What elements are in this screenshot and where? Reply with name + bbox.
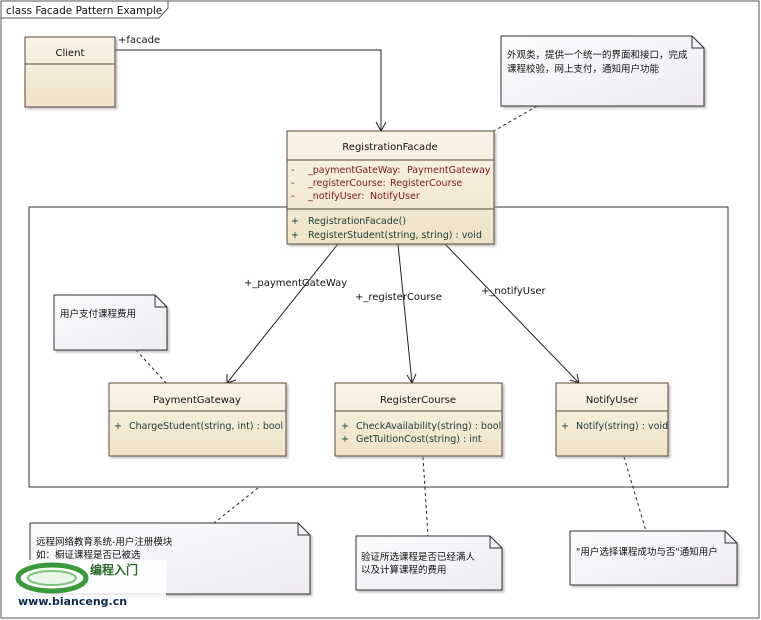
payment-operations: + ChargeStudent(string, int) : bool xyxy=(114,421,283,432)
class-payment-gateway[interactable] xyxy=(108,382,287,457)
class-notify-name: NotifyUser xyxy=(586,395,639,406)
note-notify[interactable] xyxy=(569,530,738,586)
class-facade-name: RegistrationFacade xyxy=(342,142,437,153)
assoc-label-payment: +_paymentGateWay xyxy=(244,278,347,289)
note-register[interactable] xyxy=(355,535,503,591)
svg-text:以及计算课程的费用: 以及计算课程的费用 xyxy=(361,564,447,576)
watermark-brand: 编程入门 xyxy=(89,562,138,577)
association-facade-register xyxy=(397,243,417,385)
note-payment[interactable] xyxy=(53,294,168,351)
register-op-vis: + xyxy=(341,421,349,432)
facade-attr-name: _registerCourse: xyxy=(307,178,386,189)
facade-attr-type: PaymentGateway xyxy=(407,165,491,176)
svg-text:课程校验，网上支付，通知用户功能: 课程校验，网上支付，通知用户功能 xyxy=(507,63,660,75)
notify-op-text: Notify(string) : void xyxy=(576,421,668,432)
association-facade-payment xyxy=(226,243,339,384)
note-facade-text: 外观类，提供一个统一的界面和接口，完成 课程校验，网上支付，通知用户功能 xyxy=(507,49,688,75)
note-notify-text: "用户选择课程成功与否"通知用户 xyxy=(576,546,718,558)
note-register-text: 验证所选课程是否已经满人 以及计算课程的费用 xyxy=(361,551,476,576)
register-op-text: GetTuitionCost(string) : int xyxy=(356,434,482,445)
facade-attr-type: NotifyUser xyxy=(370,191,420,202)
watermark-url: www.bianceng.cn xyxy=(18,595,127,608)
class-register-name: RegisterCourse xyxy=(380,395,456,406)
payment-op-text: ChargeStudent(string, int) : bool xyxy=(129,421,283,432)
association-facade-notify xyxy=(444,243,580,384)
note-payment-text: 用户支付课程费用 xyxy=(60,308,136,320)
watermark-logo: 编程入门 www.bianceng.cn xyxy=(6,560,166,612)
facade-attr-vis: - xyxy=(291,178,294,189)
assoc-label-facade: +facade xyxy=(118,35,160,46)
assoc-label-notify: +_notifyUser xyxy=(481,286,546,297)
assoc-label-register: +_registerCourse xyxy=(355,292,442,303)
facade-attr-name: _notifyUser: xyxy=(307,191,364,202)
facade-attributes: - _paymentGateWay: PaymentGateway - _reg… xyxy=(291,165,491,202)
facade-op-text: RegisterStudent(string, string) : void xyxy=(308,230,482,241)
register-op-text: CheckAvailability(string) : bool xyxy=(356,421,501,432)
facade-op-vis: + xyxy=(291,216,299,227)
notify-operations: + Notify(string) : void xyxy=(561,421,668,432)
facade-attr-name: _paymentGateWay: xyxy=(307,165,401,176)
frame-title: class Facade Pattern Example xyxy=(6,5,162,17)
register-operations: + CheckAvailability(string) : bool + Get… xyxy=(341,421,501,445)
note-facade[interactable] xyxy=(500,35,705,107)
class-register-course[interactable] xyxy=(334,382,503,457)
class-payment-name: PaymentGateway xyxy=(153,395,241,406)
note-subsystem-text: 远程网络教育系统-用户注册模块 如：橱证课程是否已被选 xyxy=(36,536,173,561)
register-op-vis: + xyxy=(341,434,349,445)
class-registration-facade[interactable] xyxy=(286,130,495,245)
facade-op-vis: + xyxy=(291,230,299,241)
facade-attr-type: RegisterCourse xyxy=(390,178,462,189)
association-client-facade xyxy=(115,49,387,133)
facade-attr-vis: - xyxy=(291,191,294,202)
facade-op-text: RegistrationFacade() xyxy=(308,216,406,227)
note-anchors xyxy=(135,105,647,537)
notify-op-vis: + xyxy=(561,421,569,432)
facade-attr-vis: - xyxy=(291,165,294,176)
svg-text:外观类，提供一个统一的界面和接口，完成: 外观类，提供一个统一的界面和接口，完成 xyxy=(507,49,688,61)
svg-text:如：橱证课程是否已被选: 如：橱证课程是否已被选 xyxy=(36,549,141,561)
class-client[interactable] xyxy=(24,36,116,108)
class-notify-user[interactable] xyxy=(555,382,669,457)
svg-text:远程网络教育系统-用户注册模块: 远程网络教育系统-用户注册模块 xyxy=(36,536,173,548)
facade-operations: + RegistrationFacade() + RegisterStudent… xyxy=(291,216,482,241)
svg-text:验证所选课程是否已经满人: 验证所选课程是否已经满人 xyxy=(361,551,476,563)
class-client-name: Client xyxy=(56,48,85,59)
payment-op-vis: + xyxy=(114,421,122,432)
